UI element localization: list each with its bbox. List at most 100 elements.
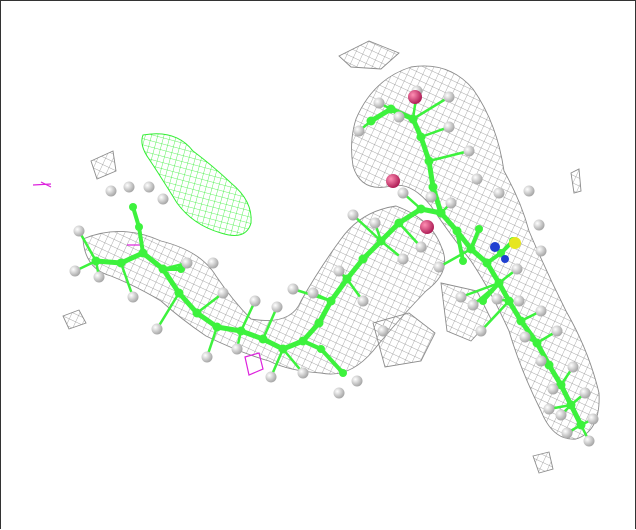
carbon-atom (544, 360, 554, 370)
hydrogen-atom (207, 257, 219, 269)
hydrogen-atom (513, 295, 525, 307)
hydrogen-atom (373, 97, 385, 109)
hydrogen-atom (523, 185, 535, 197)
sulfur-atom (509, 237, 521, 249)
hydrogen-atom (567, 361, 579, 373)
mesh-fragment-small-2 (532, 451, 554, 474)
carbon-atom (482, 258, 492, 268)
carbon-atom (416, 204, 426, 214)
carbon-atom (497, 249, 505, 257)
hydrogen-atom (535, 305, 547, 317)
carbon-atom (116, 258, 126, 268)
hydrogen-atom (467, 299, 479, 311)
hydrogen-atom (181, 257, 193, 269)
hydrogen-atom (393, 111, 405, 123)
carbon-atom (494, 278, 504, 288)
hydrogen-atom (217, 287, 229, 299)
carbon-atom (236, 326, 246, 336)
hydrogen-atom (519, 331, 531, 343)
hydrogen-atom (491, 293, 503, 305)
hydrogen-atom (433, 261, 445, 273)
carbon-atom (452, 226, 462, 236)
nitrogen-atom (490, 242, 500, 252)
carbon-atom (436, 208, 446, 218)
carbon-atom (556, 380, 566, 390)
difference-map-positive (141, 133, 252, 236)
carbon-atom (475, 225, 483, 233)
bond (328, 276, 350, 304)
hydrogen-atom (535, 245, 547, 257)
hydrogen-atom (333, 265, 345, 277)
carbon-atom (566, 400, 576, 410)
hydrogen-atom (347, 209, 359, 221)
bond (455, 229, 465, 263)
nitrogen-atom (501, 255, 509, 263)
hydrogen-atom (123, 181, 135, 193)
hydrogen-atom (561, 427, 573, 439)
bond (261, 305, 279, 341)
carbon-atom (91, 256, 101, 266)
hydrogen-atom (463, 145, 475, 157)
bond (427, 149, 471, 163)
hydrogen-atom (231, 343, 243, 355)
bond (351, 213, 383, 243)
bond (430, 184, 444, 216)
hydrogen-atom (543, 403, 555, 415)
bond (319, 347, 345, 375)
mesh-fragment-left (90, 150, 117, 180)
carbon-atom (386, 104, 396, 114)
carbon-atom (408, 114, 418, 124)
hydrogen-atom (583, 435, 595, 447)
hydrogen-atom (551, 325, 563, 337)
bond (471, 281, 501, 307)
oxygen-atom (386, 174, 400, 188)
hydrogen-atom (471, 173, 483, 185)
carbon-atom (516, 316, 526, 326)
hydrogen-atom (127, 291, 139, 303)
carbon-atom (138, 248, 148, 258)
hydrogen-atom (475, 325, 487, 337)
carbon-atom (314, 318, 324, 328)
oxygen-atom (420, 220, 434, 234)
carbon-atom (135, 223, 143, 231)
hydrogen-atom (157, 193, 169, 205)
hydrogen-atom (73, 225, 85, 237)
carbon-atom (394, 218, 404, 228)
bond (77, 229, 98, 263)
hydrogen-atom (307, 287, 319, 299)
carbon-atom (158, 264, 168, 274)
hydrogen-atom (445, 197, 457, 209)
hydrogen-atom (105, 185, 117, 197)
hydrogen-atom (397, 187, 409, 199)
carbon-atom (212, 322, 222, 332)
carbon-atom (466, 244, 476, 254)
bond (119, 261, 135, 299)
bond (437, 247, 473, 269)
bond (518, 318, 540, 346)
carbon-atom (298, 336, 308, 346)
bond (160, 266, 182, 296)
bond (479, 299, 511, 333)
carbon-atom (428, 182, 438, 192)
carbon-atom (532, 338, 542, 348)
mesh-fragment-top (338, 40, 400, 70)
oxygen-atom (408, 90, 422, 104)
mesh-fragment-small-1 (62, 309, 87, 330)
hydrogen-atom (511, 263, 523, 275)
hydrogen-atom (297, 367, 309, 379)
hydrogen-atom (535, 355, 547, 367)
hydrogen-atom (265, 371, 277, 383)
hydrogen-atom (351, 375, 363, 387)
carbon-atom (358, 254, 368, 264)
mesh-fragment-small-3 (570, 168, 582, 194)
carbon-atom (174, 288, 184, 298)
hydrogen-atom (443, 91, 455, 103)
carbon-atom (192, 308, 202, 318)
hydrogen-atom (151, 323, 163, 335)
hydrogen-atom (415, 241, 427, 253)
carbon-atom (129, 203, 137, 211)
carbon-atom (459, 257, 467, 265)
hydrogen-atom (249, 295, 261, 307)
